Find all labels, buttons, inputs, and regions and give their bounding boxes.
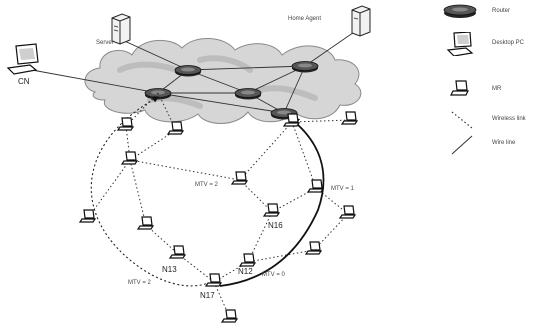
router-icon <box>291 61 319 73</box>
wireless-link-icon <box>451 111 473 129</box>
mr-laptop-icon <box>121 151 138 165</box>
server-icon <box>111 13 131 45</box>
legend-row-wire: Wire line <box>440 132 546 156</box>
node-label-n12: N12 <box>238 267 253 276</box>
handoff-path-new <box>219 116 325 287</box>
mtv-label: MTV = 2 <box>195 182 218 188</box>
legend-label-mr: MR <box>492 86 502 92</box>
cn-desktop-icon <box>6 43 39 75</box>
home-agent-icon <box>351 5 371 37</box>
mr-laptop-icon <box>231 171 248 185</box>
legend-label-wireless: Wireless link <box>492 116 526 122</box>
mr-laptop-icon <box>79 209 96 223</box>
legend-row-mr: MR <box>440 78 546 102</box>
node-label-n17: N17 <box>200 291 215 300</box>
handoff-path-old <box>90 96 209 287</box>
router-icon <box>443 4 477 18</box>
laptop-icon <box>450 80 469 96</box>
mtv-label: MTV = 0 <box>262 272 285 278</box>
home-agent-label: Home Agent <box>288 16 322 22</box>
legend: Router Desktop PC MR Wireless link Wire … <box>440 0 546 160</box>
legend-label-desktop: Desktop PC <box>492 40 525 46</box>
mr-laptop-icon <box>339 205 356 219</box>
legend-row-wireless: Wireless link <box>440 108 546 132</box>
mtv-label: MTV = 1 <box>331 186 354 192</box>
mr-laptop-icon-n17 <box>205 273 222 287</box>
mr-laptop-icon <box>221 309 238 323</box>
mr-laptop-icon <box>137 216 154 230</box>
mr-laptop-icon <box>307 179 324 193</box>
legend-label-wire: Wire line <box>492 140 516 146</box>
desktop-pc-icon <box>446 32 474 56</box>
mr-laptop-icon <box>167 121 184 135</box>
legend-row-desktop: Desktop PC <box>440 32 546 56</box>
mr-laptop-icon-n12 <box>239 253 256 267</box>
internet-cloud <box>84 37 362 124</box>
cn-label: CN <box>18 77 30 86</box>
server-label: Server <box>96 40 114 46</box>
node-label-n16: N16 <box>268 221 283 230</box>
legend-label-router: Router <box>492 8 511 14</box>
legend-row-router: Router <box>440 0 546 24</box>
router-icon <box>234 88 262 100</box>
wire-line-icon <box>451 135 473 155</box>
mr-laptop-icon <box>305 241 322 255</box>
node-label-n13: N13 <box>162 265 177 274</box>
mtv-label: MTV = 2 <box>128 280 151 286</box>
mr-laptop-icon-n13 <box>169 245 186 259</box>
mr-laptop-icon <box>341 111 358 125</box>
router-icon <box>174 65 202 77</box>
